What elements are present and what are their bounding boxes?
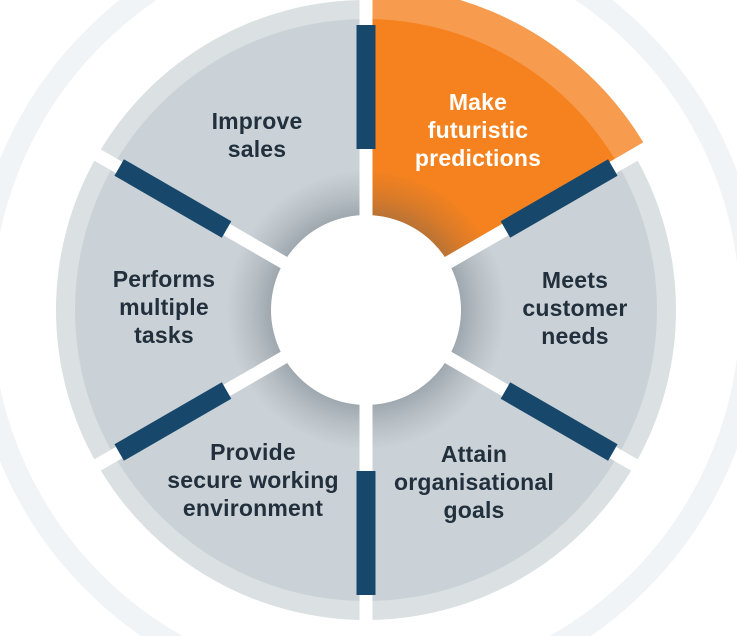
divider-bar xyxy=(356,471,376,595)
center-hole xyxy=(271,215,461,405)
divider-bar xyxy=(500,382,618,461)
divider-bar xyxy=(356,25,376,149)
divider-bar xyxy=(114,382,232,461)
divider-bar xyxy=(500,159,618,238)
divider-bar xyxy=(114,159,232,238)
